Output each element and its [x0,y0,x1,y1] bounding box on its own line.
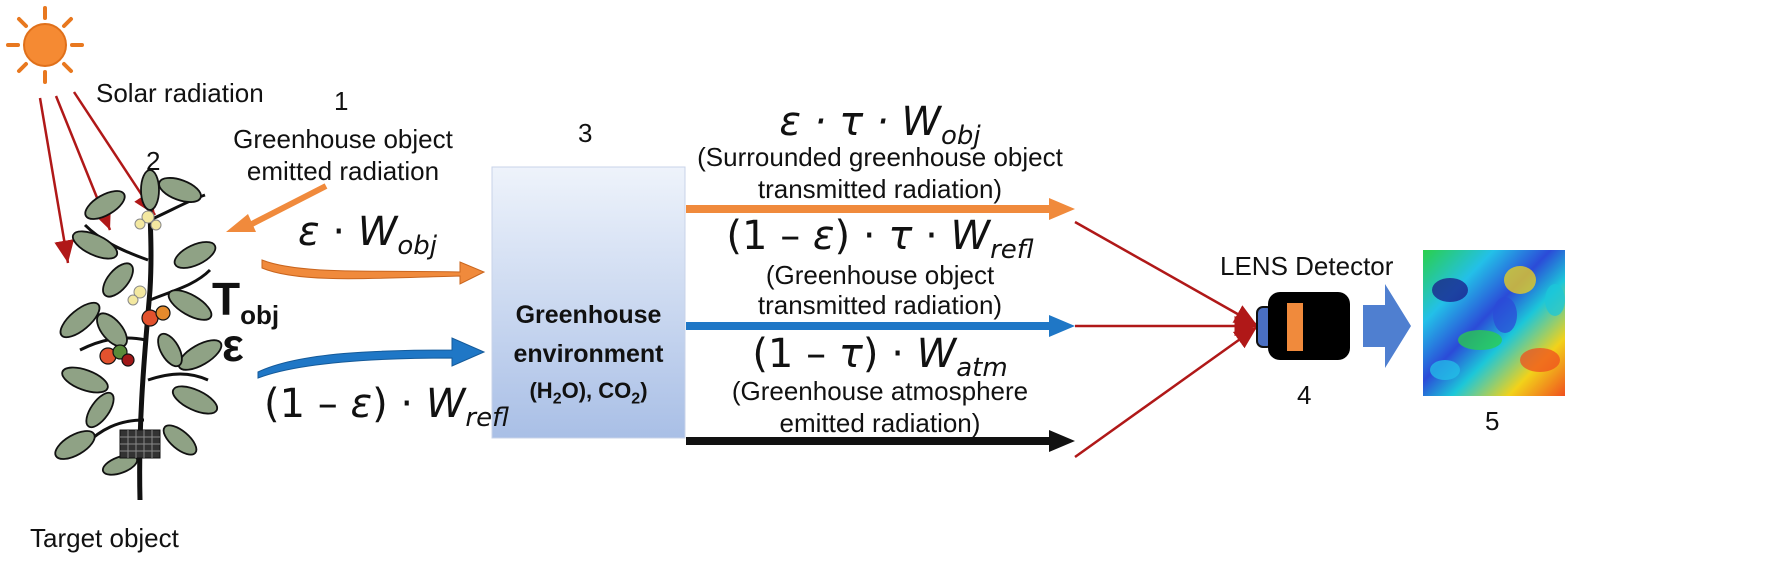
environment-line-1: Greenhouse [515,301,662,329]
lens-detector-label: LENS Detector [1220,251,1394,281]
formula-reflected: (1 – ε) · Wrefl [264,381,509,434]
formula-transmitted-reflected: (1 – ε) · τ · Wrefl [726,213,1034,266]
sun-icon [6,6,84,84]
transmitted-object-arrow [686,198,1075,220]
label-number-4: 4 [1297,380,1312,410]
target-object-label: Target object [30,523,179,553]
solar-radiation-label: Solar radiation [96,78,264,108]
label-number-2: 2 [146,146,161,176]
greenhouse-environment-box [491,166,686,439]
output-arrow-icon [1363,284,1411,368]
object-temperature-symbol: Tobj [212,273,280,331]
desc-f3-line2: emitted radiation) [779,408,981,438]
transmitted-reflected-arrow [686,315,1075,337]
desc-f2-line2: transmitted radiation) [757,290,1003,320]
environment-line-2: environment [513,339,664,368]
reflected-radiation-arrow [257,337,486,379]
label-number-5: 5 [1485,406,1500,436]
label-number-1: 1 [334,86,349,116]
atmosphere-emitted-arrow [686,430,1075,452]
environment-box-title: Greenhouse environment (H2O), CO2) [492,296,685,412]
emitted-radiation-arrow [261,259,486,285]
label-number-3: 3 [578,118,593,148]
camera-icon [1256,292,1350,360]
desc-f1-line2: transmitted radiation) [757,174,1003,204]
greenhouse-emitted-label-1: Greenhouse object [233,124,453,154]
emitted-to-plant-arrow [226,183,328,232]
formula-atmosphere-emitted: (1 – τ) · Watm [752,331,1008,384]
thermal-image-icon [1423,250,1565,396]
greenhouse-emitted-label-2: emitted radiation [246,156,440,186]
converging-rays [1074,220,1258,459]
formula-emitted: ε · Wobj [298,209,437,262]
formula-transmitted-object: ε · τ · Wobj [779,99,981,152]
emissivity-symbol: ε [222,319,244,371]
plant-icon [54,169,223,501]
desc-f3-line1: (Greenhouse atmosphere [731,376,1029,406]
desc-f1-line1: (Surrounded greenhouse object [697,142,1063,172]
desc-f2-line1: (Greenhouse object [765,260,995,290]
environment-composition: (H2O), CO2) [529,377,648,407]
